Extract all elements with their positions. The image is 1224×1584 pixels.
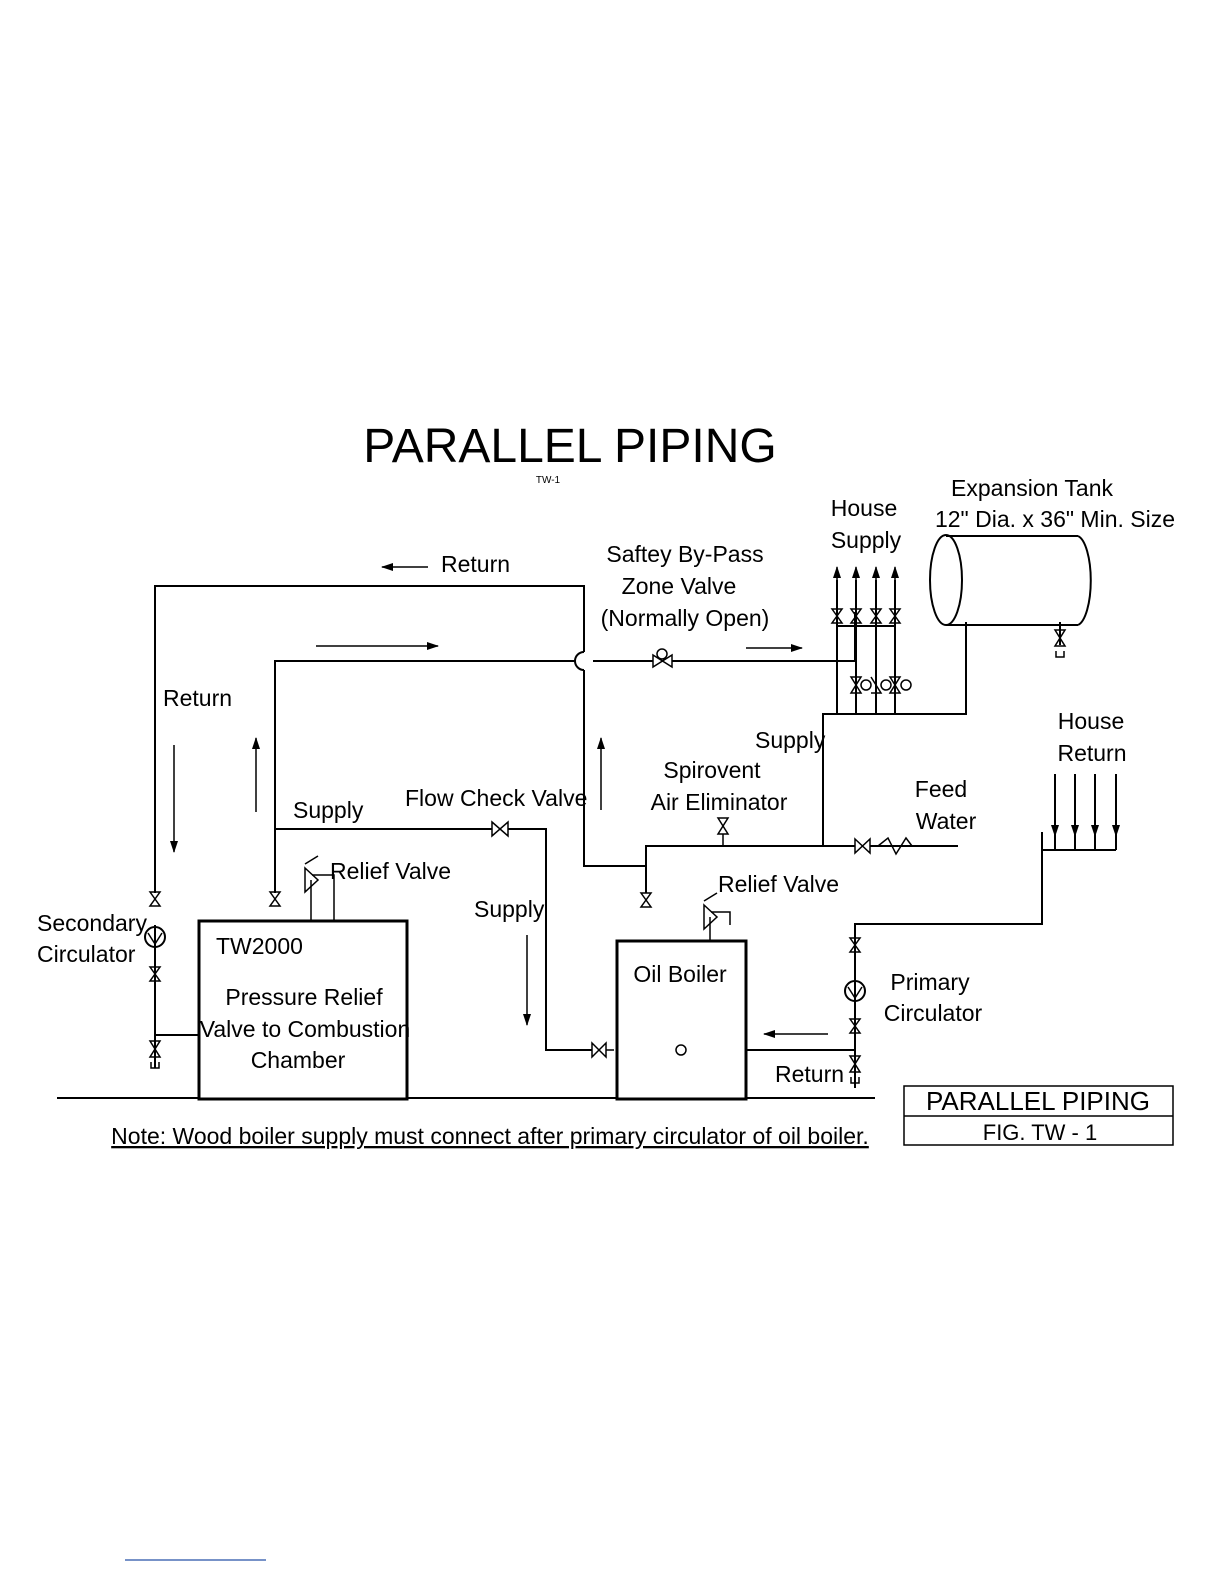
label-prv-1: Pressure Relief <box>225 984 383 1010</box>
oil-boiler <box>615 939 748 1101</box>
label-house-return-1: House <box>1058 708 1124 734</box>
label-return-bottom: Return <box>775 1061 844 1087</box>
tw2000-boiler <box>197 919 409 1101</box>
label-primary-2: Circulator <box>884 1000 983 1026</box>
diagram-note: Note: Wood boiler supply must connect af… <box>111 1123 869 1149</box>
expansion-tank <box>929 534 1092 626</box>
label-prv-2: Valve to Combustion <box>200 1016 411 1042</box>
label-supply-right: Supply <box>755 727 826 753</box>
title-block: PARALLEL PIPING FIG. TW - 1 <box>903 1085 1174 1146</box>
label-relief-left: Relief Valve <box>330 858 451 884</box>
label-spirovent-1: Spirovent <box>663 757 761 783</box>
secondary-circulator-icon <box>144 926 166 948</box>
label-bypass-1: Saftey By-Pass <box>606 541 763 567</box>
label-feed-1: Feed <box>915 776 967 802</box>
label-supply-down: Supply <box>474 896 545 922</box>
diagram-labels: Return Saftey By-Pass Zone Valve (Normal… <box>37 475 1175 1149</box>
label-spirovent-2: Air Eliminator <box>651 789 788 815</box>
flow-arrows <box>170 563 1120 1038</box>
label-prv-3: Chamber <box>251 1047 346 1073</box>
diagram-subtitle: TW-1 <box>536 475 561 486</box>
label-house-supply-1: House <box>831 495 897 521</box>
label-relief-right: Relief Valve <box>718 871 839 897</box>
label-tw2000: TW2000 <box>216 933 303 959</box>
title-block-figure: FIG. TW - 1 <box>983 1120 1097 1145</box>
label-oil-boiler: Oil Boiler <box>633 961 727 987</box>
primary-circulator-icon <box>844 980 866 1002</box>
label-flow-check: Flow Check Valve <box>405 785 587 811</box>
label-house-supply-2: Supply <box>831 527 902 553</box>
label-house-return-2: Return <box>1057 740 1126 766</box>
label-primary-1: Primary <box>890 969 970 995</box>
label-supply-mid: Supply <box>293 797 364 823</box>
label-secondary-2: Circulator <box>37 941 136 967</box>
label-feed-2: Water <box>916 808 977 834</box>
label-return-left: Return <box>163 685 232 711</box>
label-expansion-1: Expansion Tank <box>951 475 1113 501</box>
diagram-title: PARALLEL PIPING <box>363 420 777 473</box>
label-bypass-2: Zone Valve <box>622 573 737 599</box>
label-expansion-2: 12" Dia. x 36" Min. Size <box>935 506 1175 532</box>
label-bypass-3: (Normally Open) <box>601 605 770 631</box>
label-secondary-1: Secondary <box>37 910 147 936</box>
title-block-name: PARALLEL PIPING <box>926 1086 1150 1116</box>
label-return-top: Return <box>441 551 510 577</box>
valve-icons <box>144 608 1067 1084</box>
